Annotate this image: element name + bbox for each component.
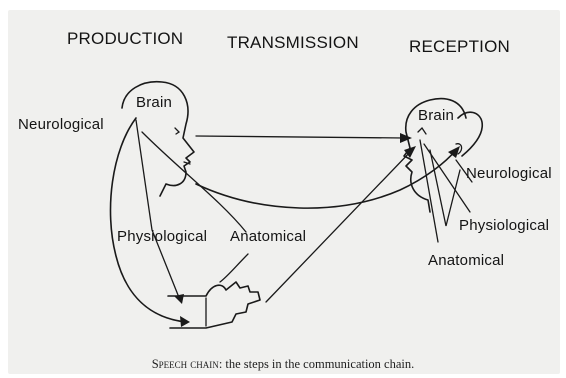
speaker-anatomical-label: Anatomical: [230, 229, 306, 244]
sound-arc: [196, 150, 456, 208]
speaker-brain-label: Brain: [136, 95, 172, 110]
listener-physiological-label: Physiological: [459, 218, 549, 233]
speaker-neurological-loop: [110, 118, 186, 322]
speaker-brain-mark: [175, 128, 179, 134]
speaker-anatomical-link: [220, 254, 248, 282]
listener-brain-mark: [418, 128, 426, 134]
listener-to-anatomical-1: [420, 140, 438, 242]
listener-anatomical-label: Anatomical: [428, 253, 504, 268]
listener-neurological-label: Neurological: [466, 166, 552, 181]
transmission-header: TRANSMISSION: [227, 34, 359, 51]
reception-header: RECEPTION: [409, 38, 510, 55]
caption-text: : the steps in the communication chain.: [219, 357, 414, 371]
figure-caption: Speech chain: the steps in the communica…: [0, 357, 566, 372]
speaker-physiological-label: Physiological: [117, 229, 207, 244]
hand-to-listener-line: [266, 150, 412, 302]
caption-title: Speech chain: [152, 357, 219, 371]
production-header: PRODUCTION: [67, 30, 183, 47]
speaker-brain-to-anatomical: [142, 132, 246, 232]
speaker-neurological-arrowhead: [180, 316, 190, 327]
listener-brain-label: Brain: [418, 108, 454, 123]
speaker-neurological-label: Neurological: [18, 117, 104, 132]
brain-to-brain-arrow: [196, 136, 404, 138]
